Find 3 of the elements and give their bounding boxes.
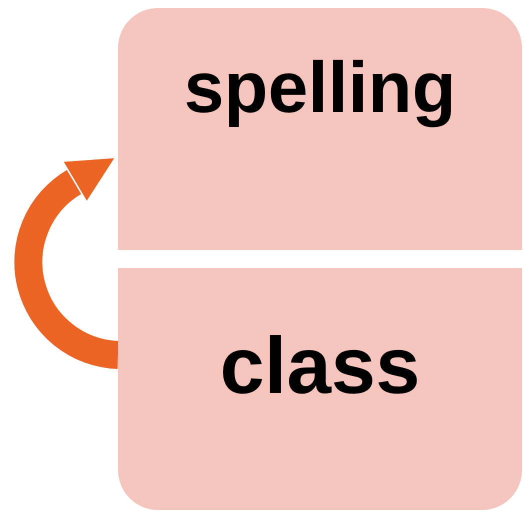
rounded-panel <box>118 8 522 250</box>
rounded-panel <box>118 268 522 510</box>
panel-label: class <box>220 326 420 406</box>
